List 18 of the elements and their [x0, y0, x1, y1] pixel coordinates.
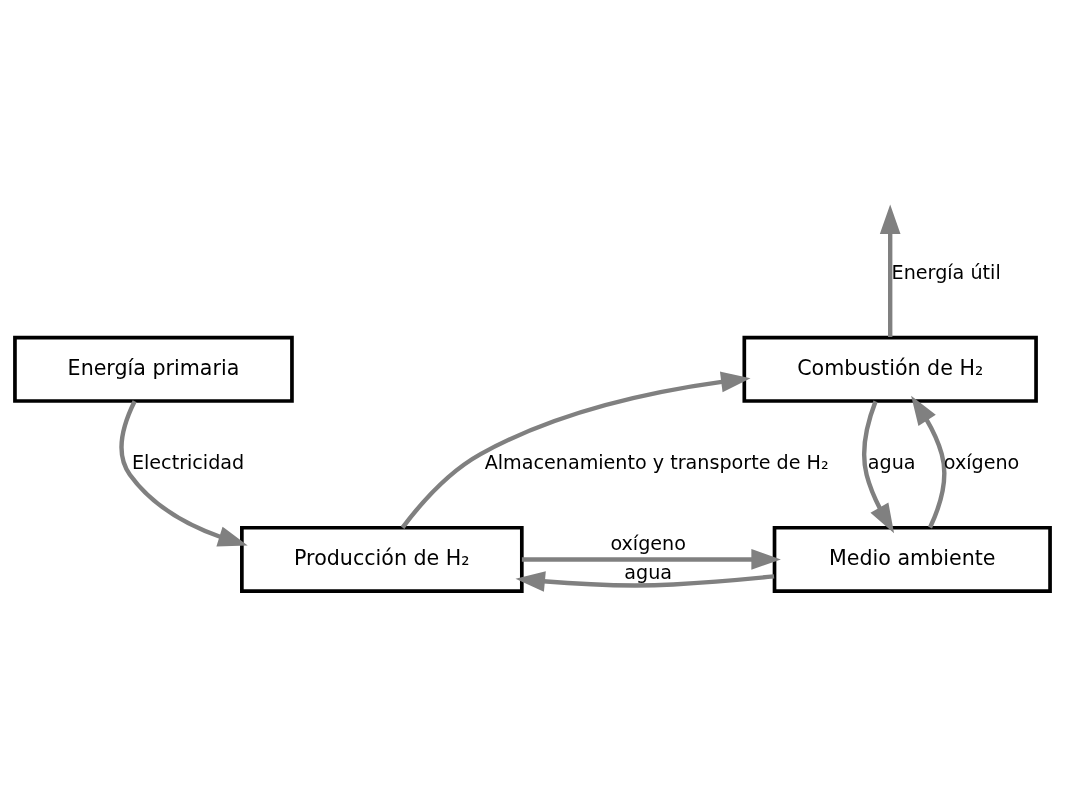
arrow [515, 571, 775, 592]
arrow [400, 371, 751, 529]
arrow [879, 204, 901, 337]
edge-label: oxígeno [943, 451, 1020, 475]
arrow [862, 400, 895, 534]
edge-label: agua [624, 561, 673, 585]
arrow [521, 549, 781, 570]
arrow [911, 395, 947, 529]
node-box: Medio ambiente [772, 525, 1052, 593]
node-box: Energía primaria [13, 335, 294, 403]
edge-label: Energía útil [891, 261, 1001, 285]
node-box: Combustión de H₂ [742, 335, 1038, 403]
edge-label: Electricidad [131, 451, 245, 475]
edge-label: Almacenamiento y transporte de H₂ [484, 451, 829, 475]
arrow [119, 400, 248, 547]
edge-label: agua [867, 451, 916, 475]
edge-label: oxígeno [610, 531, 686, 555]
node-box: Producción de H₂ [240, 525, 524, 593]
